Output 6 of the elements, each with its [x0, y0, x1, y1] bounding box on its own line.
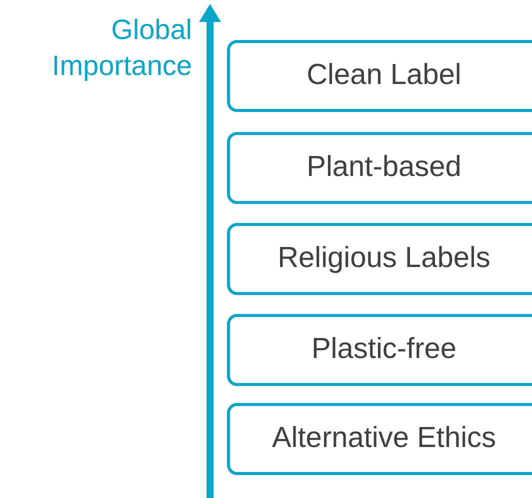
label-box: Alternative Ethics: [227, 403, 532, 475]
axis-label: Global Importance: [50, 13, 192, 83]
label-box: Clean Label: [227, 40, 532, 112]
label-box: Plastic-free: [227, 314, 532, 386]
label-box: Religious Labels: [227, 223, 532, 295]
label-box: Plant-based: [227, 132, 532, 204]
